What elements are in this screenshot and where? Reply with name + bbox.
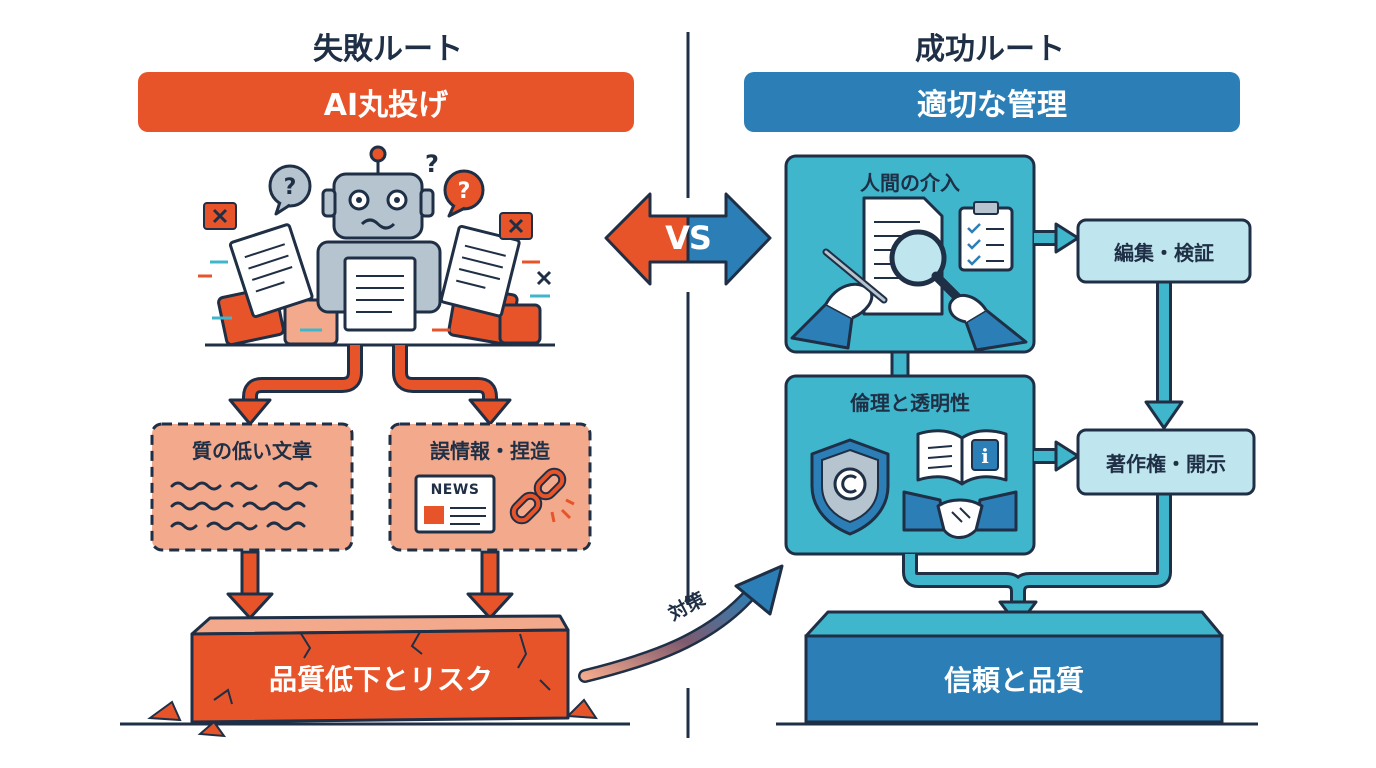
- clipboard-icon: [958, 201, 1014, 272]
- error-x-icon: [536, 270, 552, 286]
- result-block-trust: [776, 610, 1258, 726]
- news-label: NEWS: [430, 482, 480, 498]
- copyright-shield-icon: [810, 438, 890, 536]
- error-x-icon: [203, 202, 237, 230]
- document-icon: [343, 256, 417, 332]
- right-route-title: 成功ルート: [915, 32, 1065, 67]
- countermeasure-arrow: [578, 564, 784, 683]
- document-icon: [439, 224, 521, 318]
- vs-double-arrow: [604, 192, 772, 286]
- risk-result-label: 品質低下とリスク: [268, 663, 493, 696]
- panel-connector: [890, 350, 910, 378]
- edit-verify-label: 編集・検証: [1114, 240, 1214, 265]
- down-arrows: [226, 550, 514, 620]
- error-x-icon: [499, 212, 533, 240]
- left-route-title: 失敗ルート: [313, 32, 463, 67]
- vs-label: VS: [665, 219, 712, 257]
- box-low-quality: [150, 422, 354, 552]
- svg-text:?: ?: [425, 150, 439, 178]
- glitch-dashes: [198, 260, 550, 332]
- question-icon: ?: [268, 164, 312, 216]
- handshake-icon: [902, 490, 1018, 539]
- flow-arrow-to-edit: [1034, 222, 1080, 254]
- result-block-risk: [120, 614, 630, 738]
- left-banner-label: AI丸投げ: [323, 88, 449, 123]
- broken-link-icon: [509, 467, 575, 525]
- split-arrows: [228, 345, 512, 426]
- right-banner-label: 適切な管理: [917, 88, 1067, 123]
- human-panel-label: 人間の介入: [860, 170, 960, 195]
- trust-result-label: 信頼と品質: [943, 664, 1084, 697]
- flow-arrow-to-copyright: [1034, 440, 1080, 472]
- misinfo-label: 誤情報・捏造: [430, 438, 550, 463]
- question-icon: ?: [443, 169, 485, 218]
- left-banner: [138, 72, 634, 132]
- box-copyright-disclosure: [1076, 428, 1256, 496]
- flow-arrow-edit-to-copyright: [1144, 282, 1184, 430]
- right-banner: [744, 72, 1240, 132]
- ethics-panel-label: 倫理と透明性: [850, 390, 970, 415]
- robot-scene: ? ? ?: [198, 145, 555, 347]
- copyright-disclosure-label: 著作権・開示: [1106, 451, 1226, 476]
- pen-hand-icon: [790, 248, 1028, 352]
- document-icon: [229, 223, 314, 319]
- svg-text:?: ?: [284, 175, 297, 200]
- box-edit-verify: [1076, 218, 1252, 284]
- news-icon: [414, 474, 496, 534]
- svg-text:i: i: [981, 444, 989, 468]
- info-book-icon: i: [916, 429, 1008, 486]
- low-quality-label: 質の低い文章: [192, 438, 312, 463]
- svg-text:?: ?: [458, 179, 471, 204]
- question-icon: ?: [425, 150, 439, 178]
